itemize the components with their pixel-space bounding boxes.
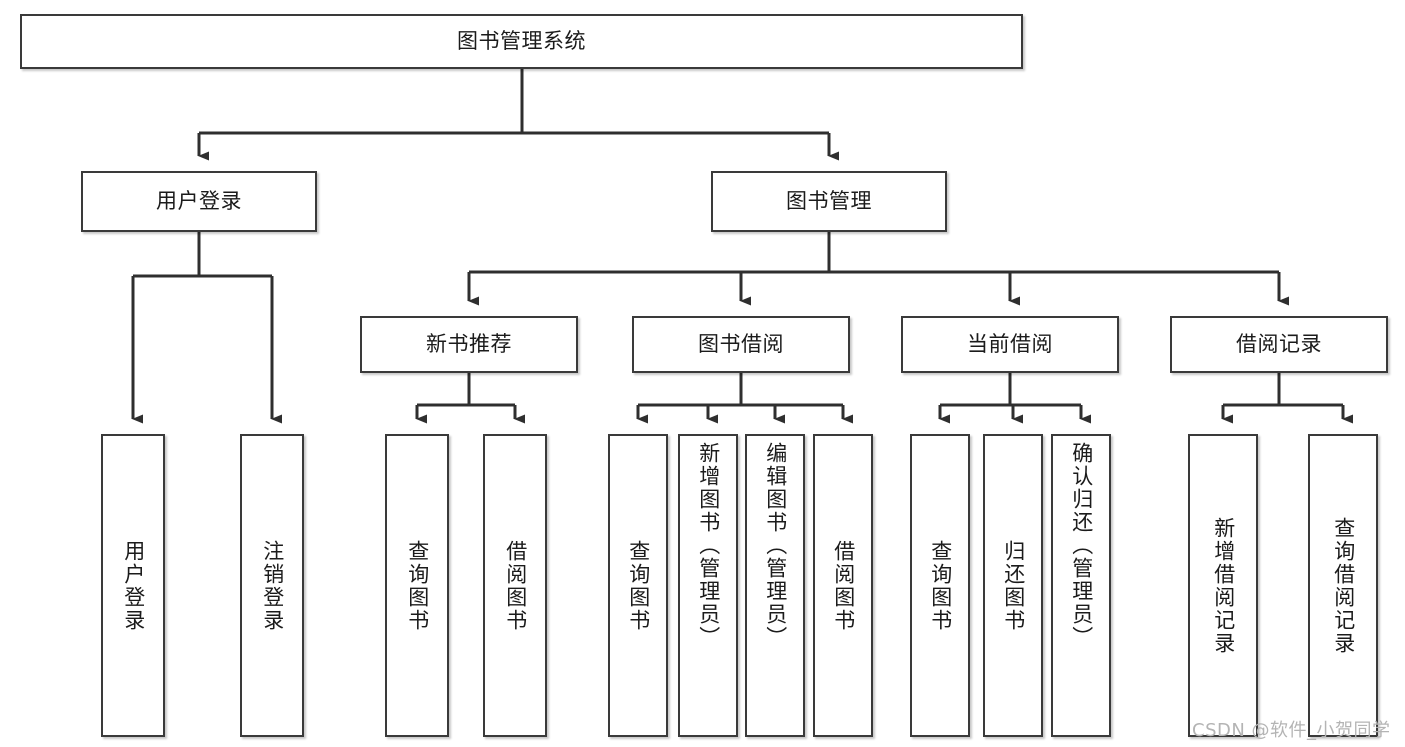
node-leaf-borrow-query-book[interactable]: 查询图书 — [608, 434, 668, 737]
node-leaf-user-login-label: 用户登录 — [121, 539, 146, 632]
node-leaf-rec-borrow-book[interactable]: 借阅图书 — [483, 434, 547, 737]
node-leaf-confirm-return-label: 确认归还（管理员） — [1069, 442, 1094, 649]
node-leaf-edit-book[interactable]: 编辑图书（管理员） — [745, 434, 805, 737]
csdn-watermark: CSDN @软件_小贺同学 — [1192, 720, 1391, 741]
node-leaf-query-record-label: 查询借阅记录 — [1331, 516, 1356, 655]
node-user-login[interactable]: 用户登录 — [81, 171, 317, 232]
node-leaf-return-book[interactable]: 归还图书 — [983, 434, 1043, 737]
node-leaf-add-record-label: 新增借阅记录 — [1211, 516, 1236, 655]
node-book-borrow-label: 图书借阅 — [698, 331, 784, 356]
node-book-borrow[interactable]: 图书借阅 — [632, 316, 850, 373]
node-leaf-user-login[interactable]: 用户登录 — [101, 434, 165, 737]
node-leaf-add-book-label: 新增图书（管理员） — [696, 442, 721, 649]
node-leaf-confirm-return[interactable]: 确认归还（管理员） — [1051, 434, 1111, 737]
node-leaf-edit-book-label: 编辑图书（管理员） — [763, 442, 788, 649]
node-root[interactable]: 图书管理系统 — [20, 14, 1023, 69]
node-new-book-rec-label: 新书推荐 — [426, 331, 512, 356]
node-leaf-rec-borrow-book-label: 借阅图书 — [503, 539, 528, 632]
node-root-label: 图书管理系统 — [457, 28, 586, 53]
node-user-login-label: 用户登录 — [156, 188, 242, 213]
node-leaf-borrow-book[interactable]: 借阅图书 — [813, 434, 873, 737]
node-leaf-cur-query-book-label: 查询图书 — [928, 539, 953, 632]
node-leaf-borrow-query-book-label: 查询图书 — [626, 539, 651, 632]
node-leaf-user-logout[interactable]: 注销登录 — [240, 434, 304, 737]
node-current-borrow-label: 当前借阅 — [967, 331, 1053, 356]
node-book-manage-label: 图书管理 — [786, 188, 872, 213]
node-current-borrow[interactable]: 当前借阅 — [901, 316, 1119, 373]
node-leaf-cur-query-book[interactable]: 查询图书 — [910, 434, 970, 737]
node-leaf-add-book[interactable]: 新增图书（管理员） — [678, 434, 738, 737]
node-borrow-record-label: 借阅记录 — [1236, 331, 1322, 356]
node-leaf-borrow-book-label: 借阅图书 — [831, 539, 856, 632]
node-borrow-record[interactable]: 借阅记录 — [1170, 316, 1388, 373]
node-leaf-rec-query-book[interactable]: 查询图书 — [385, 434, 449, 737]
node-leaf-return-book-label: 归还图书 — [1001, 539, 1026, 632]
node-leaf-add-record[interactable]: 新增借阅记录 — [1188, 434, 1258, 737]
node-leaf-user-logout-label: 注销登录 — [260, 539, 285, 632]
node-leaf-rec-query-book-label: 查询图书 — [405, 539, 430, 632]
node-leaf-query-record[interactable]: 查询借阅记录 — [1308, 434, 1378, 737]
node-new-book-rec[interactable]: 新书推荐 — [360, 316, 578, 373]
node-book-manage[interactable]: 图书管理 — [711, 171, 947, 232]
